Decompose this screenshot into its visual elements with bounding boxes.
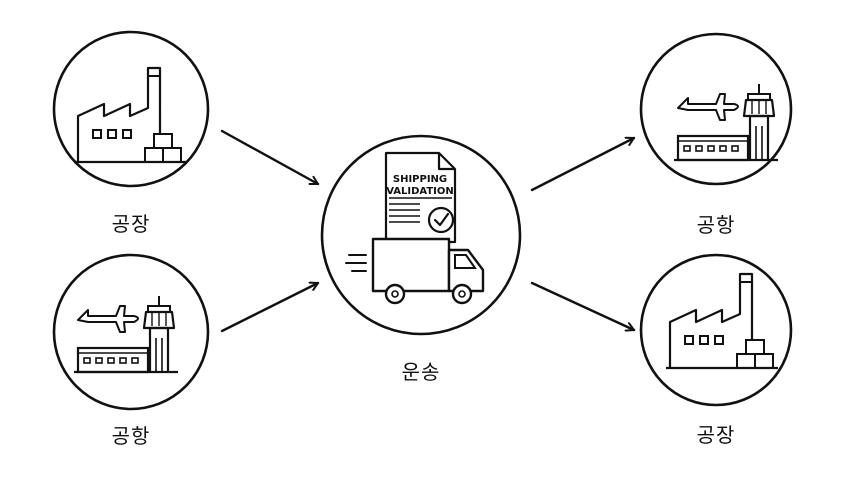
node-label-right-bottom: 공장: [696, 423, 736, 447]
node-label-left-bottom: 공항: [111, 424, 151, 448]
arrow-shipping-to-factory: [530, 281, 636, 330]
arrow-factory-to-shipping: [220, 129, 320, 186]
factory-icon: [72, 66, 188, 164]
truck-icon: [345, 237, 485, 305]
document-title-line1: SHIPPING: [393, 174, 447, 185]
node-circle-left-bottom: [52, 253, 210, 411]
node-circle-right-bottom: [639, 253, 793, 407]
airport-icon: [672, 82, 780, 162]
node-circle-right-top: [639, 32, 793, 186]
node-circle-center: [320, 134, 522, 336]
node-circle-left-top: [52, 30, 210, 188]
document-title-line2: VALIDATION: [386, 186, 454, 197]
airport-icon: [72, 294, 180, 374]
arrow-airport-to-shipping: [220, 283, 320, 333]
arrow-shipping-to-airport: [530, 138, 636, 192]
factory-icon: [664, 272, 780, 370]
node-label-left-top: 공장: [111, 212, 151, 236]
check-icon: [427, 206, 455, 234]
node-label-center: 운송: [401, 360, 441, 384]
node-label-right-top: 공항: [696, 213, 736, 237]
